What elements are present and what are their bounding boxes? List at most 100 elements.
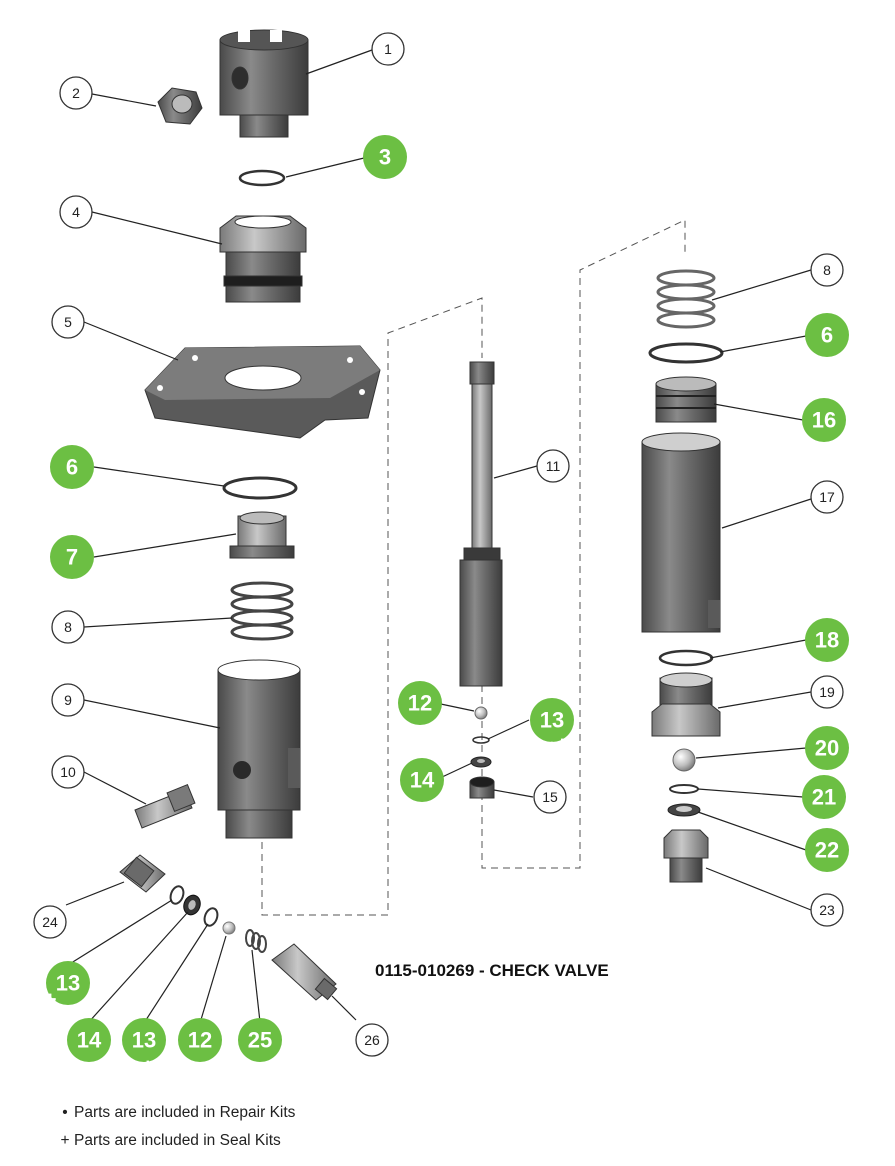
part-5-plate — [144, 345, 381, 439]
callout-circle — [122, 1018, 166, 1062]
kit-marker: • — [196, 1054, 204, 1079]
kit-marker: • — [256, 1054, 264, 1079]
kit-marker: •+ — [25, 452, 46, 477]
callout-2: 2 — [59, 76, 93, 110]
kit-marker: • — [418, 794, 426, 819]
callout-circle — [51, 305, 85, 339]
callout-6: 6 •+ — [25, 445, 94, 489]
leader-lines — [65, 49, 812, 1024]
callout-11: 11 — [536, 449, 570, 483]
kit-marker: •+ — [850, 405, 871, 430]
callout-12: 12• — [398, 681, 442, 742]
kit-marker: • — [416, 717, 424, 742]
kit-marker: •+ — [853, 625, 874, 650]
callout-label: 13 — [540, 708, 564, 733]
part-14-washer-mid — [470, 756, 492, 768]
callout-circle — [51, 683, 85, 717]
part-11-rod — [459, 361, 503, 687]
callout-13: 13•+ — [122, 1018, 166, 1079]
callout-14: 14• — [67, 1018, 111, 1079]
callout-label: 19 — [819, 684, 835, 700]
callout-15: 15 — [533, 780, 567, 814]
callout-8: 8 — [51, 610, 85, 644]
legend-repair-kits: •Parts are included in Repair Kits — [58, 1104, 295, 1122]
part-12-ball-bottom — [222, 921, 236, 935]
callout-label: 12 — [188, 1028, 212, 1053]
part-26-fitting — [271, 943, 338, 1001]
part-25-spring — [245, 929, 267, 953]
callout-circle — [530, 698, 574, 742]
callout-18: 18 •+ — [805, 618, 874, 662]
part-4-nut — [219, 215, 307, 303]
kit-marker: •+ — [134, 1054, 155, 1079]
part-13-oring-bottom-b — [203, 907, 219, 927]
callout-10: 10 — [51, 755, 85, 789]
callouts: 123•+456•+7•+89101112•13•+14•158616•+171… — [25, 32, 874, 1079]
legend-text-repair: Parts are included in Repair Kits — [74, 1104, 296, 1121]
callout-circle — [59, 76, 93, 110]
part-20-ball — [672, 748, 696, 772]
part-16-seal — [655, 376, 717, 423]
callout-label: 3 — [379, 145, 391, 170]
callout-label: 11 — [546, 458, 561, 474]
part-6-oring-left — [222, 476, 298, 500]
callout-17: 17 — [810, 480, 844, 514]
callout-label: 8 — [823, 262, 831, 278]
kit-marker: •+ — [411, 142, 432, 167]
part-10-fitting — [134, 783, 196, 829]
callout-label: 16 — [812, 408, 836, 433]
callout-label: 18 — [815, 628, 839, 653]
callout-21: 21•+ — [802, 775, 871, 819]
callout-circle — [67, 1018, 111, 1062]
callout-circle — [371, 32, 405, 66]
callout-circle — [810, 480, 844, 514]
part-6-oring-right — [648, 342, 724, 364]
callout-label: 6 — [821, 323, 833, 348]
callout-circle — [805, 726, 849, 770]
callout-12: 12• — [178, 1018, 222, 1079]
callout-label: 13 — [132, 1028, 156, 1053]
callout-label: 24 — [42, 914, 58, 930]
part-19-nut — [651, 672, 721, 737]
callout-circle — [51, 610, 85, 644]
part-8-spring-right — [656, 269, 716, 329]
legend-seal-kits: +Parts are included in Seal Kits — [58, 1132, 280, 1150]
callout-label: 6 — [66, 455, 78, 480]
callout-circle — [178, 1018, 222, 1062]
callout-label: 2 — [72, 85, 80, 101]
callout-circle — [400, 758, 444, 802]
part-18-oring — [658, 649, 714, 667]
callout-13: 13•+ — [36, 961, 90, 1012]
callout-label: 1 — [384, 41, 392, 57]
callout-7: 7•+ — [25, 535, 94, 579]
callout-label: 8 — [64, 619, 72, 635]
part-13-oring-bottom-a — [169, 885, 185, 905]
callout-6: 6 — [805, 313, 849, 357]
callout-9: 9 — [51, 683, 85, 717]
callout-1: 1 — [371, 32, 405, 66]
kit-marker: •+ — [548, 732, 569, 757]
kit-marker: • — [853, 733, 861, 758]
kit-marker: •+ — [36, 987, 57, 1012]
callout-23: 23 — [810, 893, 844, 927]
callout-26: 26 — [355, 1023, 389, 1057]
callout-14: 14• — [400, 758, 444, 819]
callout-4: 4 — [59, 195, 93, 229]
callout-label: 15 — [542, 789, 558, 805]
callout-label: 23 — [819, 902, 835, 918]
callout-3: 3 •+ — [363, 135, 432, 179]
callout-circle — [805, 313, 849, 357]
callout-label: 21 — [812, 785, 836, 810]
callout-label: 4 — [72, 204, 80, 220]
callout-label: 10 — [60, 764, 76, 780]
callout-label: 25 — [248, 1028, 272, 1053]
callout-circle — [805, 618, 849, 662]
callout-circle — [810, 675, 844, 709]
part-24-fitting — [119, 854, 166, 893]
callout-label: 13 — [56, 971, 80, 996]
part-9-body — [217, 659, 301, 839]
callout-label: 9 — [64, 692, 72, 708]
legend-symbol-plus: + — [60, 1132, 70, 1149]
part-13-oring-mid — [472, 736, 490, 744]
